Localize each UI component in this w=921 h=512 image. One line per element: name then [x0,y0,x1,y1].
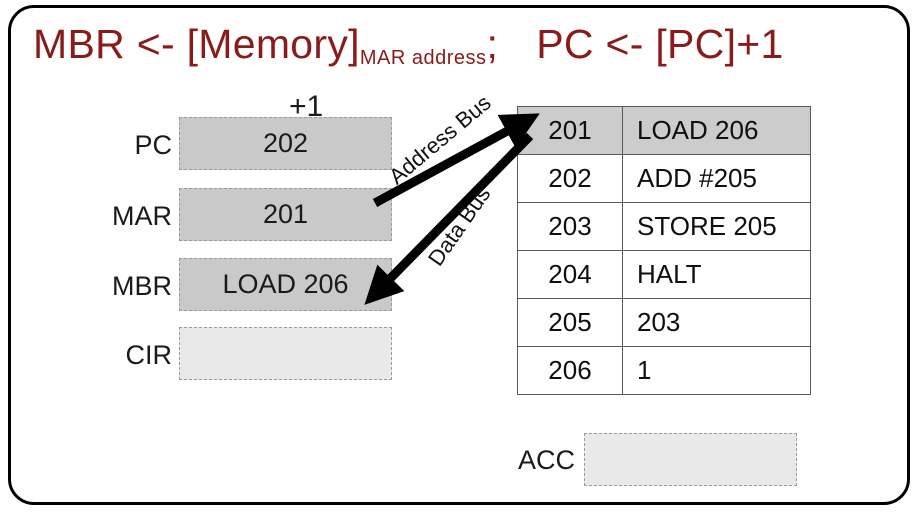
address-bus-label: Address Bus [384,89,496,190]
register-value-mar[interactable]: 201 [179,188,392,241]
register-label-pc: PC [134,130,172,160]
memory-address-cell: 203 [517,202,623,251]
memory-contents-cell: HALT [622,250,811,299]
table-row[interactable]: 204 HALT [517,250,811,299]
register-value-acc[interactable] [584,433,797,486]
memory-address-cell: 201 [517,106,623,155]
memory-address-cell: 202 [517,154,623,203]
memory-table: 201 LOAD 206 202 ADD #205 203 STORE 205 … [517,106,811,395]
register-label-mar: MAR [112,201,172,231]
title-part-1: MBR <- [Memory] [33,21,360,67]
register-value-mbr[interactable]: LOAD 206 [179,258,392,311]
memory-contents-cell: STORE 205 [622,202,811,251]
memory-table-body: 201 LOAD 206 202 ADD #205 203 STORE 205 … [517,106,811,395]
memory-address-cell: 205 [517,298,623,347]
register-label-cir: CIR [125,340,173,370]
pc-increment-label: +1 [289,90,324,123]
page-title: MBR <- [Memory]MAR address; PC <- [PC]+1 [33,18,903,84]
register-value-cir[interactable] [179,327,392,380]
table-row[interactable]: 201 LOAD 206 [517,106,811,155]
data-bus-label: Data Bus [423,181,496,271]
register-value-pc[interactable]: 202 [179,117,392,170]
table-row[interactable]: 202 ADD #205 [517,154,811,203]
title-semicolon: ; [486,21,499,67]
memory-contents-cell: 1 [622,346,811,395]
memory-address-cell: 204 [517,250,623,299]
table-row[interactable]: 206 1 [517,346,811,395]
memory-address-cell: 206 [517,346,623,395]
table-row[interactable]: 205 203 [517,298,811,347]
memory-contents-cell: 203 [622,298,811,347]
memory-contents-cell: LOAD 206 [622,106,811,155]
memory-contents-cell: ADD #205 [622,154,811,203]
title-part-2: PC <- [PC]+1 [536,21,784,67]
table-row[interactable]: 203 STORE 205 [517,202,811,251]
title-subscript: MAR address [359,47,487,69]
register-label-mbr: MBR [112,271,172,301]
register-label-acc: ACC [517,445,575,475]
